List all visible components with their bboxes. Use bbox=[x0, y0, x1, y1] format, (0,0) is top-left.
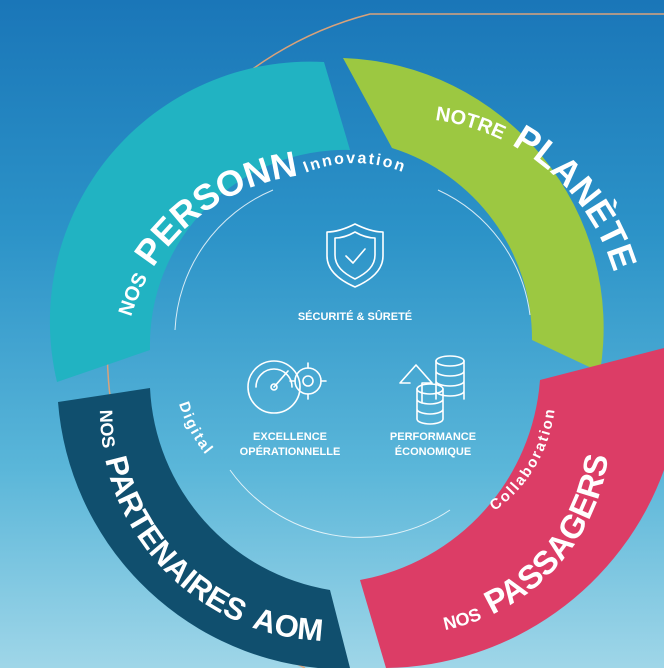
center-label-excellence-2: OPÉRATIONNELLE bbox=[240, 445, 341, 458]
shield-check-icon bbox=[326, 223, 384, 288]
center-label-performance-2: ÉCONOMIQUE bbox=[395, 445, 471, 458]
coins-arrow-icon bbox=[399, 355, 465, 425]
segment-nos-partenaires-aom bbox=[58, 388, 350, 668]
inner-ring-bottom bbox=[229, 469, 451, 538]
inner-ring-right bbox=[437, 189, 531, 316]
inner-ring-top bbox=[174, 189, 274, 331]
segment-nos-passagers bbox=[360, 348, 664, 668]
segment-notre-planete bbox=[343, 58, 604, 372]
center-label-securite: SÉCURITÉ & SÛRETÉ bbox=[298, 310, 412, 323]
ring-word-digital: Digital bbox=[175, 399, 217, 458]
center-label-excellence-1: EXCELLENCE bbox=[253, 431, 327, 443]
gauge-gear-icon bbox=[247, 360, 327, 414]
segment-nos-personnels bbox=[49, 61, 350, 382]
center-label-performance-1: PERFORMANCE bbox=[390, 431, 476, 443]
ring-word-innovation: Innovation bbox=[301, 150, 409, 176]
